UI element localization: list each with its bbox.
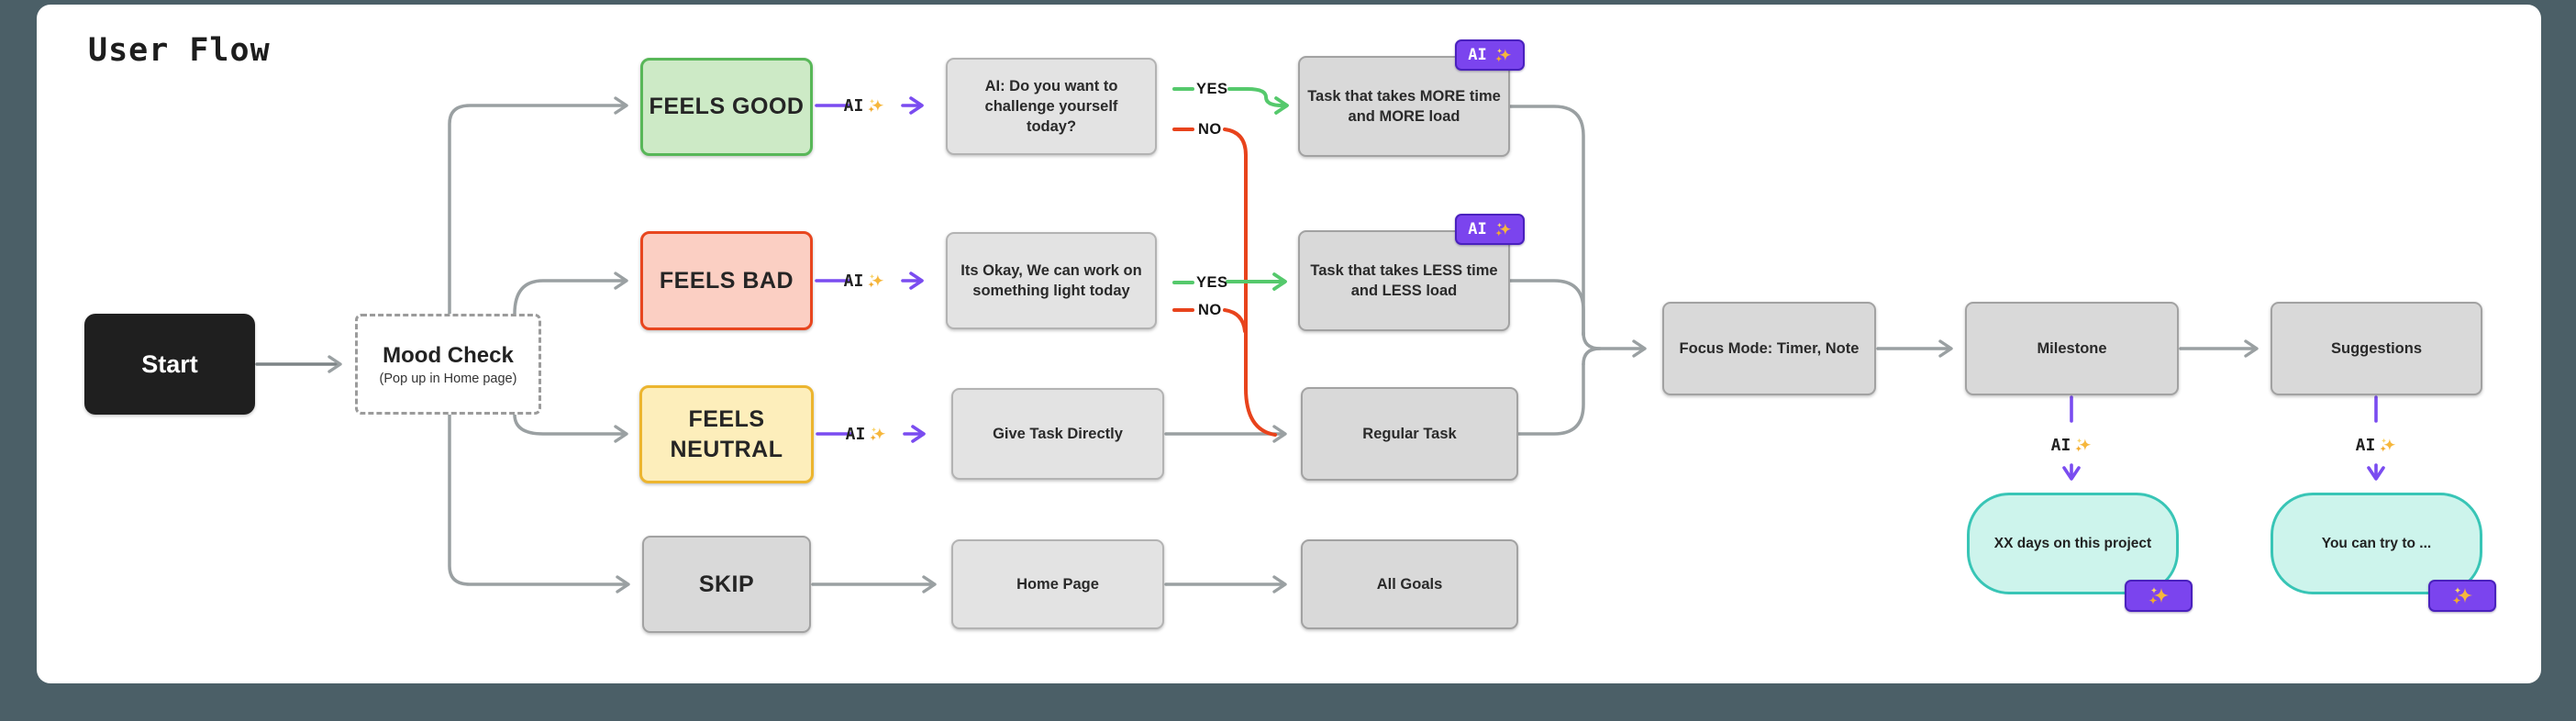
sparkles-icon [867, 272, 884, 290]
focus-mode-label: Focus Mode: Timer, Note [1679, 339, 1860, 357]
ai-badge-text: AI [1468, 46, 1487, 64]
ai-label-text: AI [2050, 435, 2071, 455]
node-all-goals[interactable]: All Goals [1301, 539, 1518, 629]
node-milestone[interactable]: Milestone [1965, 302, 2179, 395]
ai-badge-task-more[interactable]: AI [1455, 39, 1525, 71]
milestone-label: Milestone [2037, 339, 2107, 357]
page-title: User Flow [88, 32, 271, 69]
challenge-question-label: AI: Do you want to challenge yourself to… [984, 77, 1118, 136]
ai-edge-label-feels-neutral[interactable]: AI [829, 420, 903, 448]
edge-label-no-challenge[interactable]: NO [1198, 120, 1222, 138]
ai-label-text: AI [843, 271, 864, 291]
edge-regulartask-merge[interactable] [1516, 362, 1585, 436]
ai-label-text: AI [843, 95, 864, 116]
node-home-page[interactable]: Home Page [951, 539, 1164, 629]
skip-label: SKIP [698, 571, 755, 597]
edge-taskless-merge[interactable] [1508, 279, 1585, 337]
all-goals-label: All Goals [1376, 575, 1443, 593]
edge-taskmore-merge[interactable] [1508, 105, 1585, 337]
ai-badge-task-less[interactable]: AI [1455, 214, 1525, 245]
sparkles-icon [867, 97, 884, 115]
edge-label-no-light[interactable]: NO [1198, 301, 1222, 318]
give-task-directly-label: Give Task Directly [993, 425, 1123, 442]
edge-moodcheck-skip[interactable] [448, 413, 630, 593]
sparkles-icon [2074, 437, 2092, 454]
ai-label-text: AI [845, 424, 866, 444]
edge-moodcheck-feelsbad[interactable] [513, 272, 628, 316]
regular-task-label: Regular Task [1362, 425, 1457, 442]
edge-no2-join[interactable] [1223, 308, 1247, 333]
ai-badge-text: AI [1468, 220, 1487, 238]
days-on-project-label: XX days on this project [1993, 535, 2152, 551]
node-days-on-project[interactable]: XX days on this project [1967, 493, 2179, 594]
edge-moodcheck-feelsneutral[interactable] [513, 413, 628, 443]
node-task-less[interactable]: Task that takes LESS time and LESS load [1298, 230, 1510, 331]
node-light-today[interactable]: Its Okay, We can work on something light… [946, 232, 1157, 329]
sparkles-icon [2451, 585, 2473, 607]
node-skip[interactable]: SKIP [642, 536, 811, 633]
task-more-label: Task that takes MORE time and MORE load [1307, 87, 1501, 125]
edge-no1-regulartask[interactable] [1223, 128, 1277, 437]
node-mood-check[interactable]: Mood Check (Pop up in Home page) [355, 314, 541, 415]
feels-neutral-label: FEELS NEUTRAL [670, 406, 783, 462]
node-you-can-try[interactable]: You can try to ... [2271, 493, 2482, 594]
user-flow-canvas: User Flow Start Mood Check (Pop up in Ho… [37, 5, 2541, 683]
node-challenge-question[interactable]: AI: Do you want to challenge yourself to… [946, 58, 1157, 155]
ai-edge-label-feels-good[interactable]: AI [827, 92, 901, 119]
light-today-label: Its Okay, We can work on something light… [960, 261, 1142, 299]
node-feels-good[interactable]: FEELS GOOD [640, 58, 813, 156]
task-less-label: Task that takes LESS time and LESS load [1310, 261, 1498, 299]
home-page-label: Home Page [1016, 575, 1099, 593]
feels-good-label: FEELS GOOD [649, 94, 805, 120]
edge-label-yes-light[interactable]: YES [1196, 273, 1228, 291]
sparkles-icon [2148, 585, 2170, 607]
sparkles-badge-try[interactable] [2428, 580, 2496, 612]
sparkles-icon [869, 426, 886, 443]
node-focus-mode[interactable]: Focus Mode: Timer, Note [1662, 302, 1876, 395]
connector-layer [255, 87, 2385, 593]
ai-edge-label-milestone[interactable]: AI [2026, 431, 2117, 459]
node-regular-task[interactable]: Regular Task [1301, 387, 1518, 481]
ai-label-text: AI [2355, 435, 2376, 455]
suggestions-label: Suggestions [2330, 339, 2422, 357]
edge-moodcheck-feelsgood[interactable] [448, 96, 628, 316]
node-feels-bad[interactable]: FEELS BAD [640, 231, 813, 330]
node-give-task-directly[interactable]: Give Task Directly [951, 388, 1164, 480]
sparkles-icon [1494, 221, 1512, 238]
you-can-try-label: You can try to ... [2321, 535, 2432, 551]
sparkles-icon [1494, 47, 1512, 64]
feels-bad-label: FEELS BAD [659, 267, 794, 294]
edge-merge-focusmode[interactable] [1582, 331, 1647, 358]
sparkles-icon [2379, 437, 2396, 454]
sparkles-badge-days[interactable] [2125, 580, 2193, 612]
ai-edge-label-suggestions[interactable]: AI [2330, 431, 2422, 459]
mood-check-title: Mood Check [383, 342, 514, 368]
ai-edge-label-feels-bad[interactable]: AI [827, 267, 901, 294]
node-feels-neutral[interactable]: FEELS NEUTRAL [639, 385, 814, 483]
edge-yes1-taskmore[interactable] [1227, 87, 1289, 115]
node-start[interactable]: Start [84, 314, 255, 415]
node-task-more[interactable]: Task that takes MORE time and MORE load [1298, 56, 1510, 157]
node-start-label: Start [141, 349, 198, 378]
node-suggestions[interactable]: Suggestions [2271, 302, 2482, 395]
edge-merge-focusmode-lower[interactable] [1582, 347, 1602, 366]
edge-label-yes-challenge[interactable]: YES [1196, 80, 1228, 97]
mood-check-subtitle: (Pop up in Home page) [379, 371, 517, 386]
